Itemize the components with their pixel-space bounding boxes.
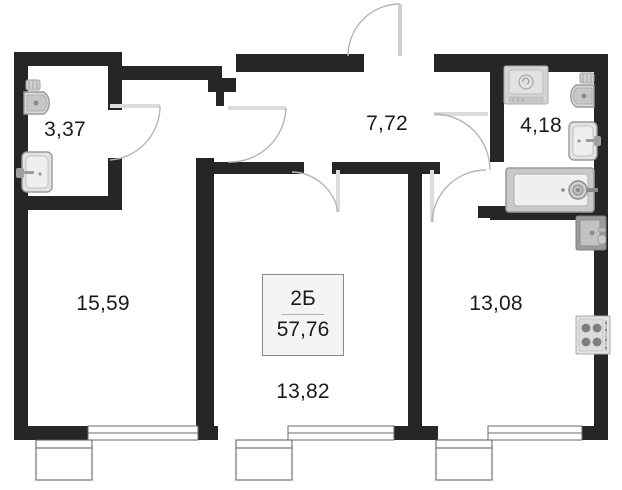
- washing-machine: [503, 65, 549, 105]
- room-label-bathroom-right: 4,18: [520, 114, 562, 137]
- balcony-box-center: [235, 439, 293, 481]
- balcony-box-right: [435, 439, 493, 481]
- sink-left-bathroom: [16, 151, 53, 193]
- stove: [575, 315, 611, 355]
- window-living-room-left: [87, 425, 199, 441]
- apartment-type-label: 2Б: [290, 286, 316, 310]
- bathtub: [505, 167, 598, 213]
- apartment-summary-badge: 2Б 57,76: [262, 274, 344, 356]
- balcony-box-left: [35, 439, 93, 481]
- toilet-left-bathroom: [23, 79, 50, 115]
- room-label-bathroom-small-left: 3,37: [44, 118, 86, 141]
- balcony-boxes: [35, 439, 493, 481]
- door-living-room-left: [227, 106, 287, 163]
- window-bedroom-center: [287, 425, 395, 441]
- room-label-living-room-left: 15,59: [76, 292, 130, 315]
- windows: [87, 425, 583, 441]
- door-kitchen-right: [430, 169, 487, 223]
- door-right-bathroom: [433, 112, 491, 171]
- doors: [109, 3, 491, 223]
- apartment-total-area: 57,76: [276, 318, 330, 341]
- toilet-right-bathroom: [570, 72, 595, 108]
- kitchen-sink: [575, 215, 607, 251]
- room-label-bedroom-center: 13,82: [276, 380, 330, 403]
- door-left-bathroom: [109, 104, 161, 161]
- door-bedroom-center: [291, 170, 340, 213]
- sink-right-bathroom: [568, 121, 601, 161]
- room-label-hallway: 7,72: [366, 112, 408, 135]
- window-kitchen-right: [487, 425, 583, 441]
- entrance-door: [347, 3, 402, 57]
- room-label-kitchen-right: 13,08: [469, 292, 523, 315]
- badge-divider: [281, 314, 325, 315]
